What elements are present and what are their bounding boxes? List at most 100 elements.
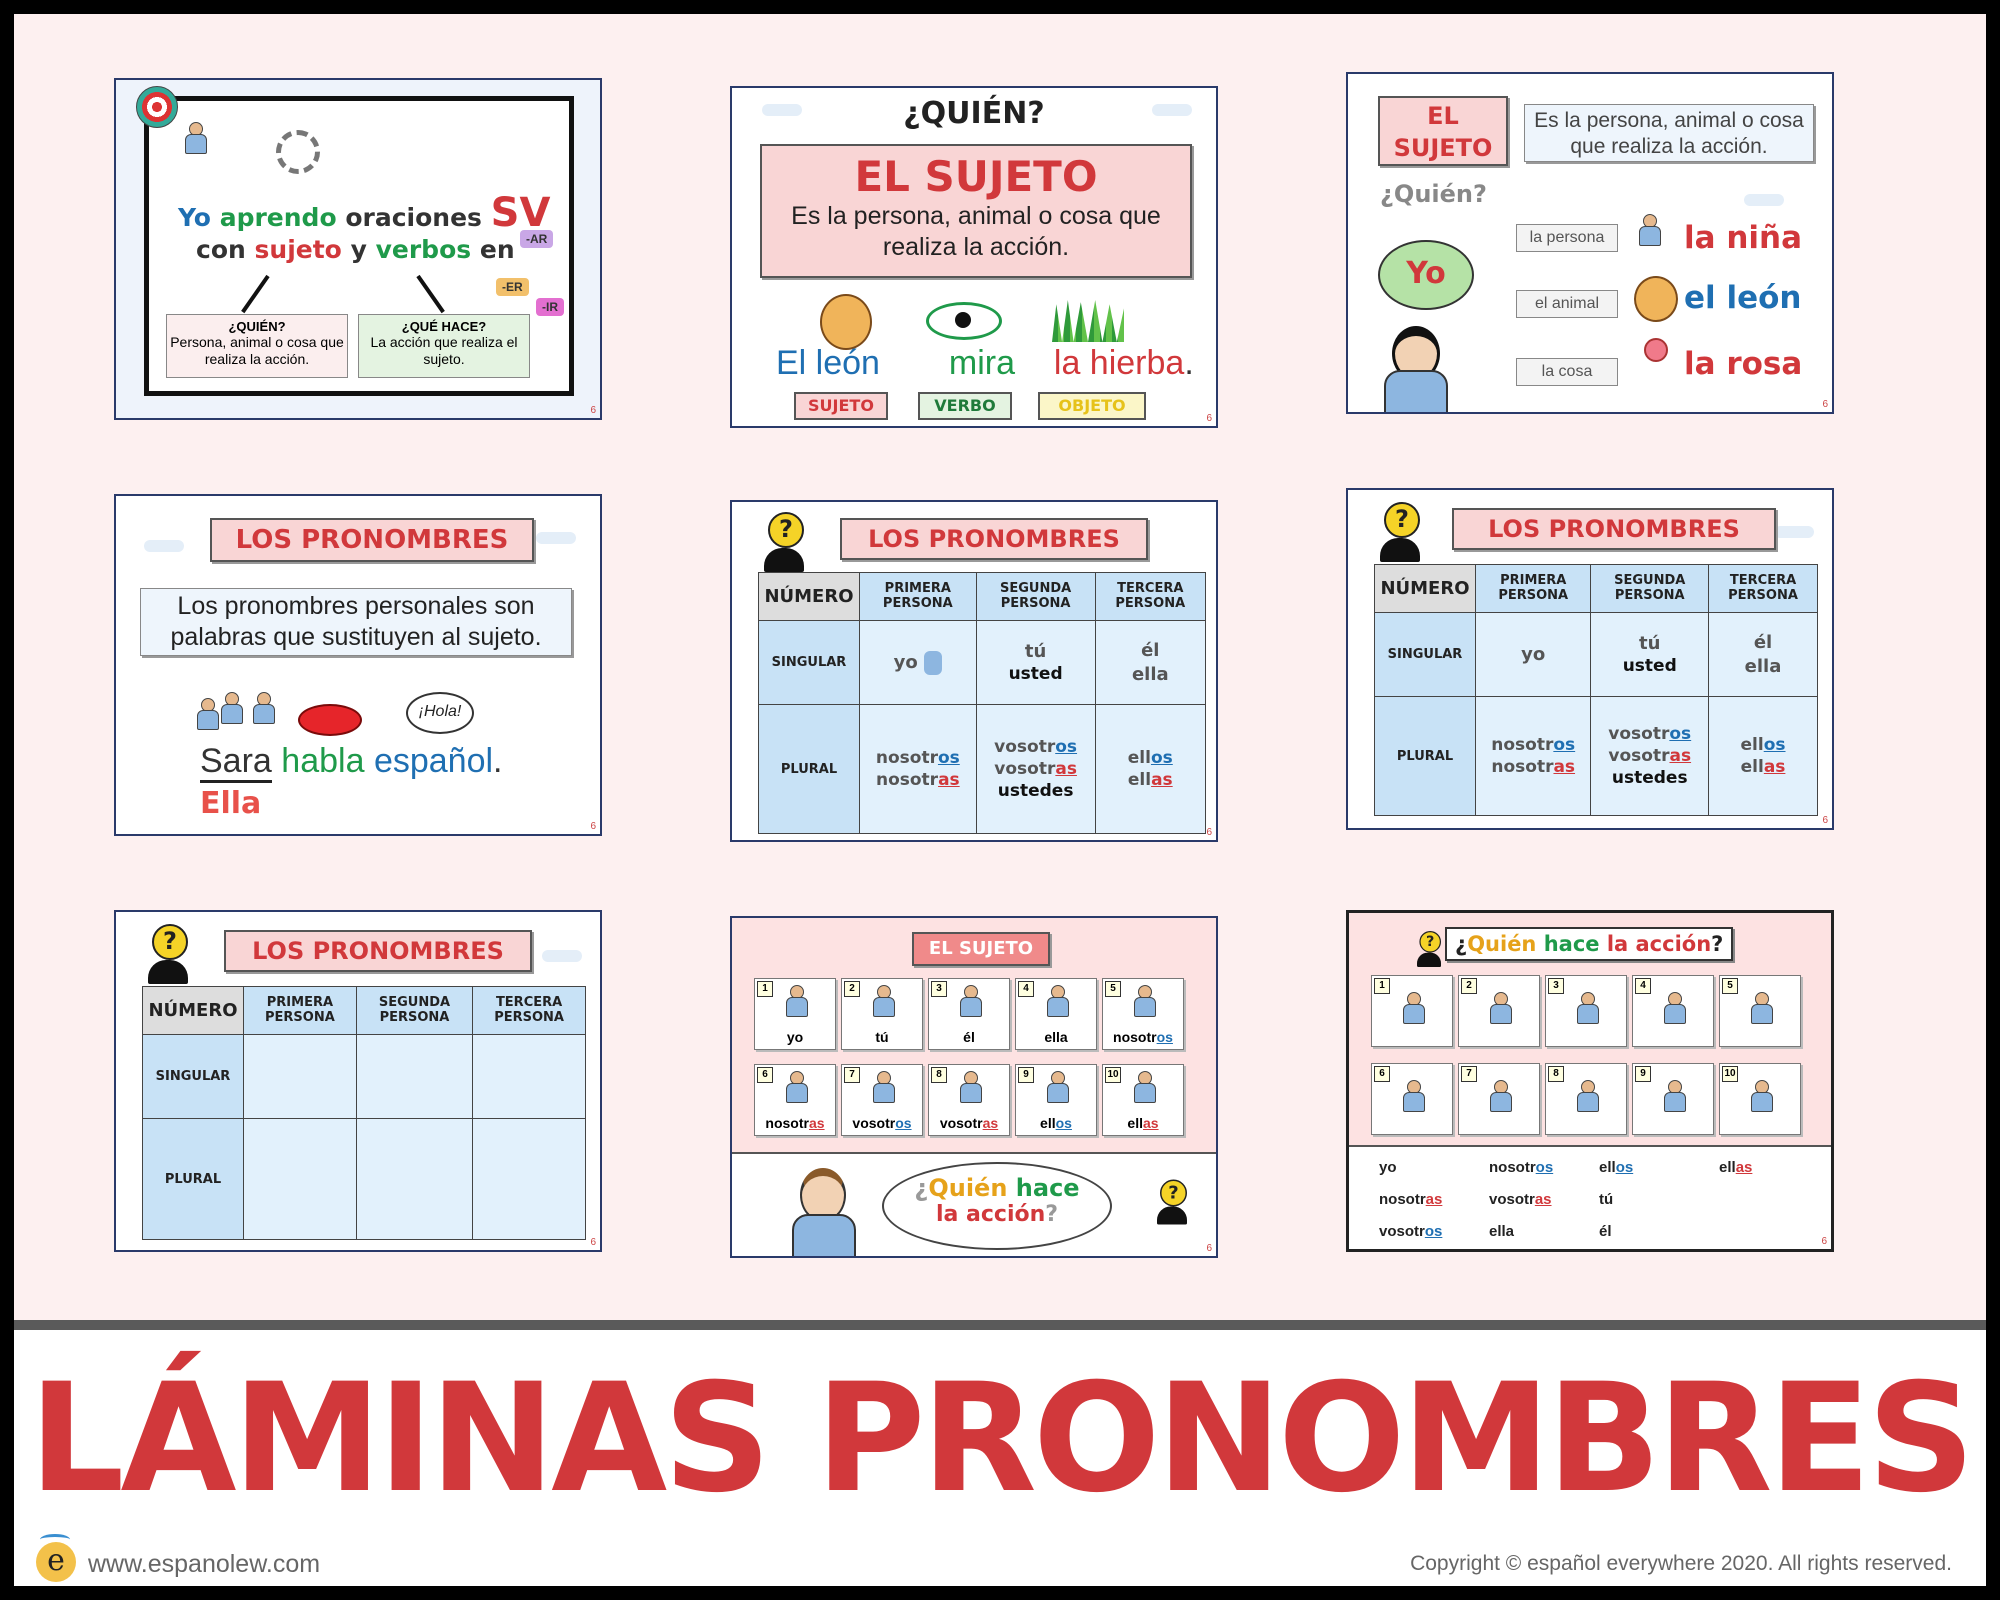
box-quien-text: Persona, animal o cosa que realiza la ac…: [170, 334, 344, 367]
card-number: 1: [1374, 978, 1390, 994]
label-el-animal: el animal: [1516, 290, 1618, 318]
sentence-period: .: [493, 742, 503, 780]
page-number: 6: [590, 821, 596, 832]
card-number: 5: [1105, 981, 1121, 997]
teacher-icon: [184, 122, 207, 154]
picture-card[interactable]: 2: [1458, 975, 1540, 1047]
divider-line: [1349, 1145, 1831, 1147]
word-bank-item[interactable]: él: [1599, 1223, 1612, 1240]
page-number: 6: [1206, 827, 1212, 838]
sentence-verb: mira: [948, 344, 1015, 382]
word-bank-item[interactable]: yo: [1379, 1159, 1397, 1176]
word-bank-item[interactable]: nosotras: [1379, 1191, 1443, 1208]
website-link[interactable]: www.espanolew.com: [88, 1550, 321, 1578]
slide-thumbnail-4[interactable]: LOS PRONOMBRES Los pronombres personales…: [114, 494, 602, 836]
person-icon: [959, 1071, 982, 1103]
pronoun-card[interactable]: 2 tú: [841, 978, 923, 1050]
banner-los-pronombres: LOS PRONOMBRES: [840, 518, 1148, 560]
cell-singular-first: yo: [859, 620, 977, 705]
slide-thumbnail-6[interactable]: ? LOS PRONOMBRES NÚMERO PRIMERA PERSONA …: [1346, 488, 1834, 830]
word-sv: SV: [490, 190, 551, 236]
word-bank-item[interactable]: vosotros: [1379, 1223, 1443, 1240]
picture-card[interactable]: 10: [1719, 1063, 1801, 1135]
question-head-icon: ?: [1156, 1179, 1189, 1225]
cloud-icon: [536, 532, 576, 544]
question-head-icon: ?: [1378, 502, 1422, 562]
header-tercera: TERCERA PERSONA: [1094, 572, 1207, 621]
blank-cell[interactable]: [472, 1118, 586, 1240]
picture-card[interactable]: 5: [1719, 975, 1801, 1047]
blank-cell[interactable]: [355, 1118, 474, 1240]
section-divider: [14, 1320, 1986, 1330]
cloud-icon: [542, 950, 582, 962]
page-number: 6: [1822, 399, 1828, 410]
page-number: 6: [1822, 815, 1828, 826]
sentence-object: la hierba: [1053, 344, 1185, 382]
picture-card[interactable]: 7: [1458, 1063, 1540, 1135]
word-bank-item[interactable]: ella: [1489, 1223, 1515, 1240]
slide-thumbnail-3[interactable]: EL SUJETO Es la persona, animal o cosa q…: [1346, 72, 1834, 414]
person-icon: [1133, 985, 1156, 1017]
slide1-heading-line1: Yo aprendo oraciones SV: [178, 190, 550, 236]
card-number: 10: [1105, 1067, 1121, 1083]
blank-cell[interactable]: [243, 1118, 357, 1240]
blank-cell[interactable]: [472, 1034, 586, 1119]
blank-cell[interactable]: [243, 1034, 357, 1119]
picture-card[interactable]: 1: [1371, 975, 1453, 1047]
page-number: 6: [590, 405, 596, 416]
word-bank-item[interactable]: ellos: [1599, 1159, 1634, 1176]
slide1-heading-line2: con sujeto y verbos en: [196, 235, 515, 264]
word-sujeto: sujeto: [254, 235, 342, 264]
card-number: 6: [1374, 1066, 1390, 1082]
sentence-object: español: [373, 742, 494, 780]
picture-card[interactable]: 4: [1632, 975, 1714, 1047]
blank-cell[interactable]: [355, 1034, 474, 1119]
picture-card[interactable]: 6: [1371, 1063, 1453, 1135]
person-icon: [220, 692, 243, 724]
cell-plural-third: ellos ellas: [1094, 704, 1207, 834]
box-quien: ¿QUIÉN? Persona, animal o cosa que reali…: [166, 314, 348, 378]
slide-thumbnail-2[interactable]: ¿QUIÉN? EL SUJETO Es la persona, animal …: [730, 86, 1218, 428]
card-number: 8: [1548, 1066, 1564, 1082]
person-icon: [872, 985, 895, 1017]
word-bank-item[interactable]: ellas: [1719, 1159, 1753, 1176]
card-label: tú: [875, 1029, 889, 1045]
girl-avatar: [1382, 326, 1448, 412]
header-tercera: TERCERA PERSONA: [472, 986, 586, 1035]
target-icon: [136, 86, 178, 128]
picture-card[interactable]: 9: [1632, 1063, 1714, 1135]
row-plural: PLURAL: [758, 704, 860, 834]
card-number: 4: [1635, 978, 1651, 994]
page-number: 6: [1206, 413, 1212, 424]
page-number: 6: [1821, 1236, 1827, 1247]
row-plural: PLURAL: [1374, 696, 1476, 816]
picture-card[interactable]: 3: [1545, 975, 1627, 1047]
word-bank-item[interactable]: nosotros: [1489, 1159, 1554, 1176]
card-number: 3: [931, 981, 947, 997]
slide-thumbnail-5[interactable]: ? LOS PRONOMBRES NÚMERO PRIMERA PERSONA …: [730, 500, 1218, 842]
word-bank-item[interactable]: tú: [1599, 1191, 1614, 1208]
cloud-icon: [1744, 194, 1784, 206]
card-number: 2: [844, 981, 860, 997]
slide-thumbnail-7[interactable]: ? LOS PRONOMBRES NÚMERO PRIMERA PERSONA …: [114, 910, 602, 1252]
word-bank-item[interactable]: vosotras: [1489, 1191, 1552, 1208]
question-head-icon: ?: [1416, 931, 1442, 967]
cell-singular-first: yo: [1474, 612, 1592, 697]
card-label: nosotras: [765, 1115, 825, 1131]
header-segunda: SEGUNDA PERSONA: [975, 572, 1096, 621]
slide-thumbnail-1[interactable]: Yo aprendo oraciones SV con sujeto y ver…: [114, 78, 602, 420]
definition-text: Es la persona, animal o cosa que realiza…: [1524, 104, 1814, 162]
picture-card[interactable]: 8: [1545, 1063, 1627, 1135]
sentence-period: .: [1184, 344, 1194, 382]
